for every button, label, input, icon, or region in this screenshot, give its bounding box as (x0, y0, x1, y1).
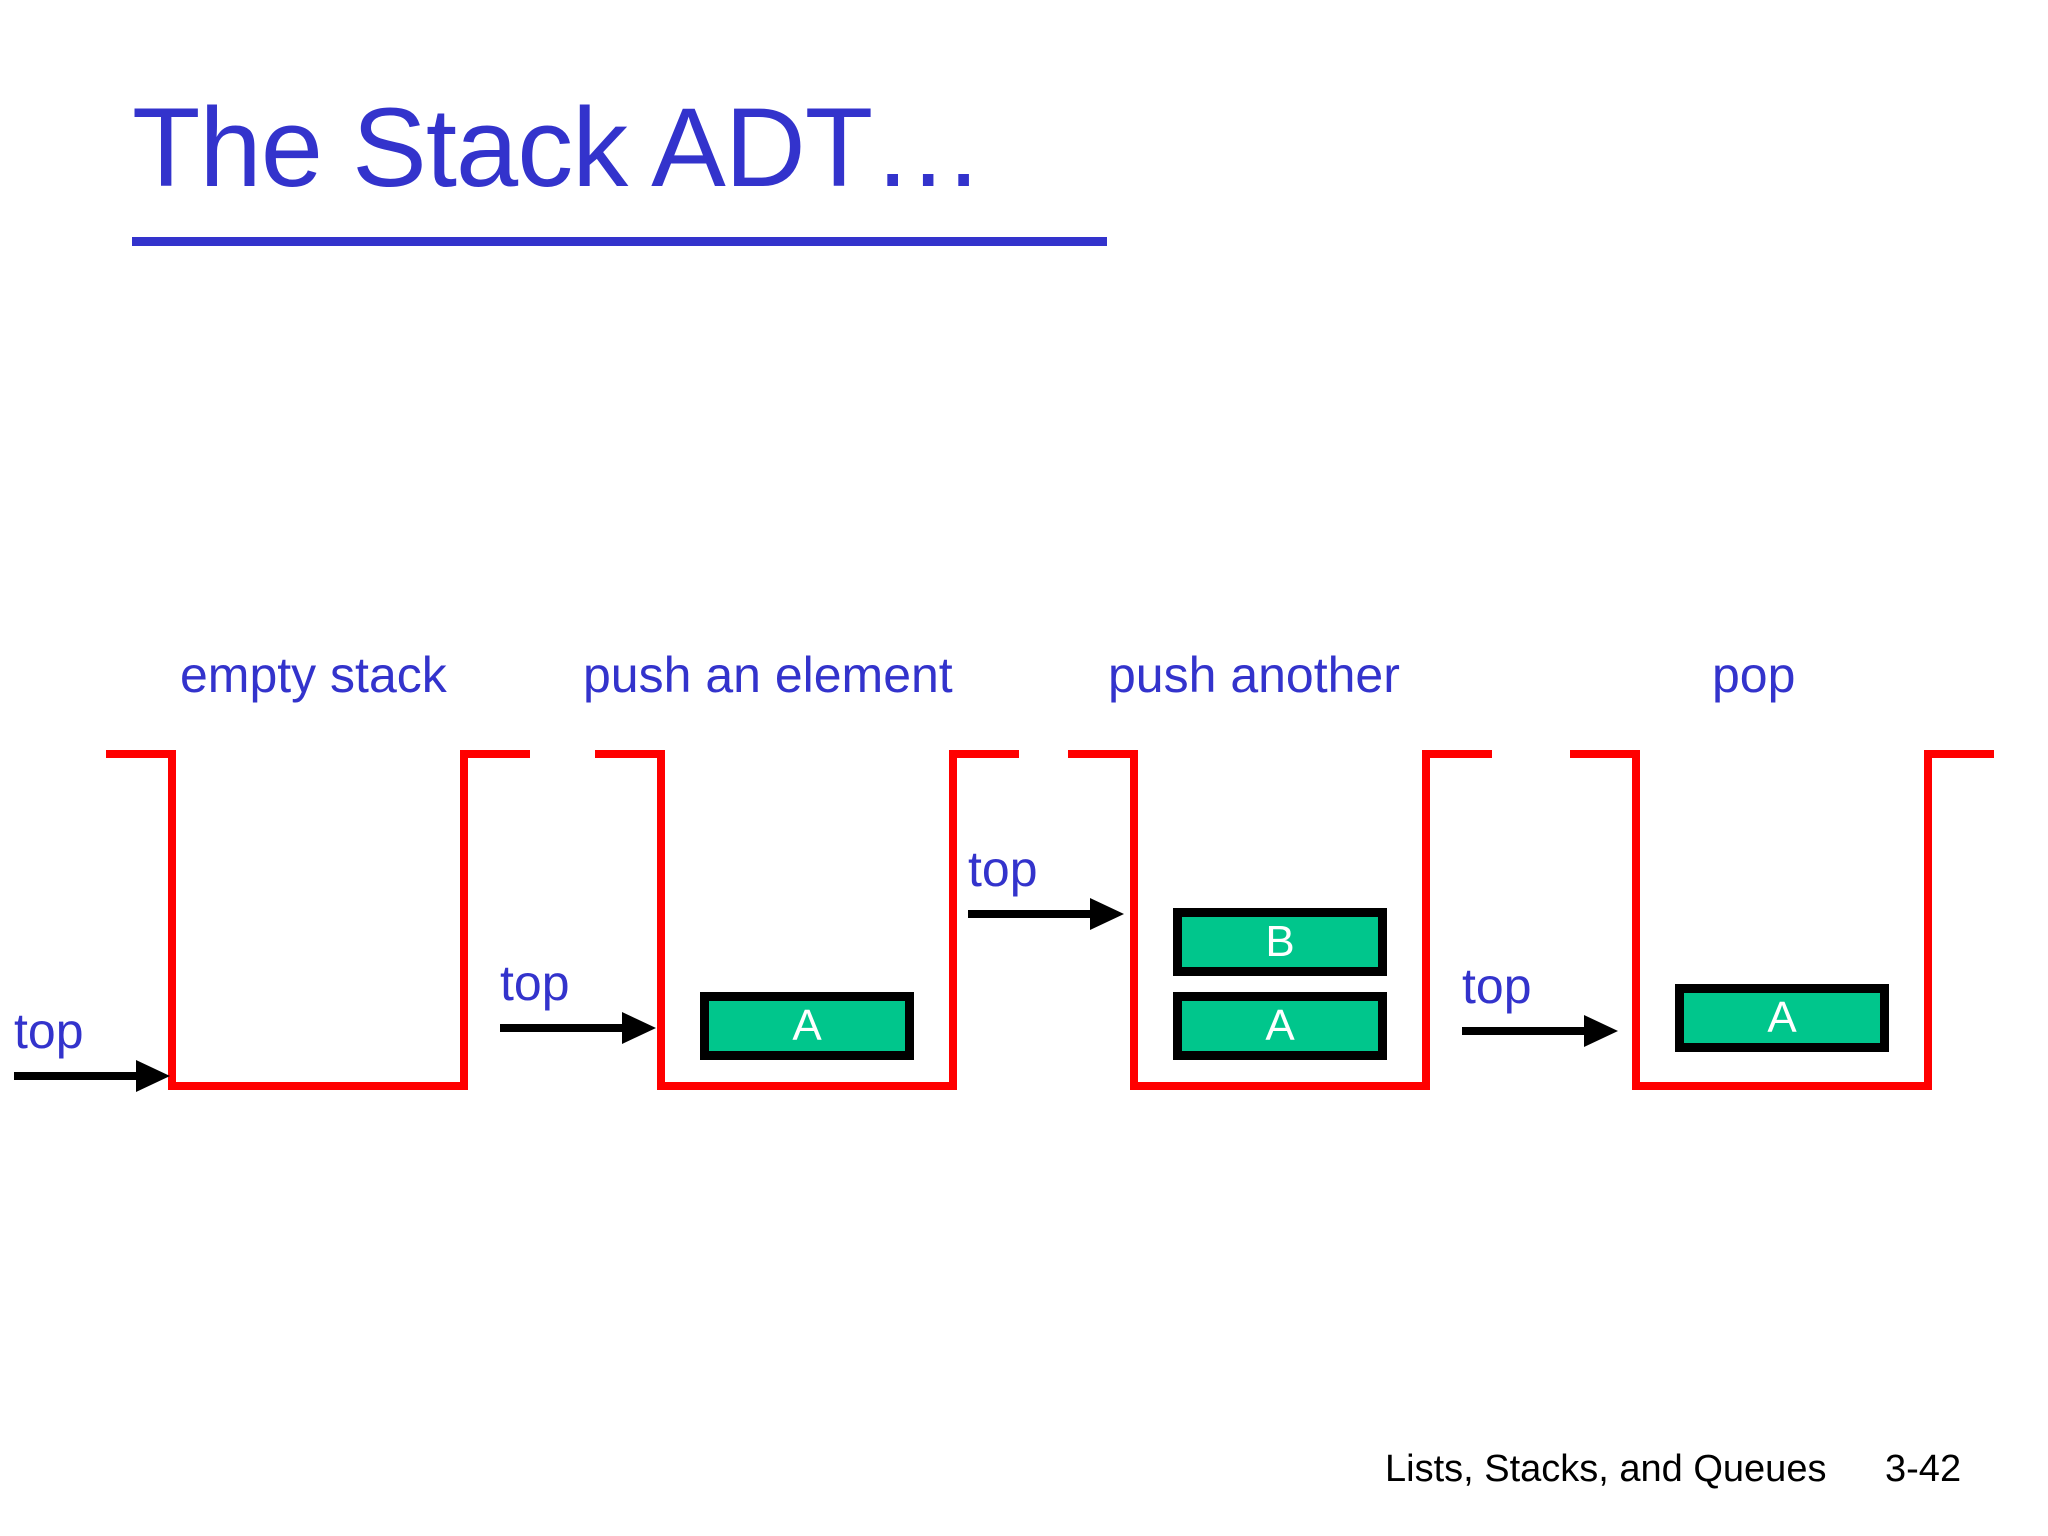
stack-element-b: B (1173, 908, 1387, 976)
stack-lip-right (1430, 750, 1492, 758)
stack-wall-right (949, 750, 957, 1090)
stack-lip-left (106, 750, 168, 758)
stack-wall-left (1130, 750, 1138, 1090)
stack-element-a: A (700, 992, 914, 1060)
stage-label-push-another: push another (1108, 647, 1400, 703)
stage-label-empty-stack: empty stack (180, 647, 447, 703)
stack-floor (1632, 1082, 1932, 1090)
stack-lip-right (468, 750, 530, 758)
top-pointer-label: top (1462, 958, 1532, 1014)
stack-floor (657, 1082, 957, 1090)
stack-lip-right (1932, 750, 1994, 758)
stack-wall-left (168, 750, 176, 1090)
slide-footer: Lists, Stacks, and Queues 3-42 (1385, 1448, 1961, 1491)
stage-label-push-an-element: push an element (583, 647, 953, 703)
arrow-shaft (500, 1024, 625, 1032)
stack-element-a: A (1675, 984, 1889, 1052)
arrow-head-icon (622, 1012, 656, 1044)
stack-lip-left (1068, 750, 1130, 758)
page-title: The Stack ADT… (132, 85, 984, 210)
top-pointer-pop: top (1462, 955, 1622, 1047)
arrow-head-icon (1584, 1015, 1618, 1047)
footer-page-number: 3-42 (1885, 1448, 1962, 1490)
stack-container-push-a: A (595, 750, 1019, 1090)
stack-floor (1130, 1082, 1430, 1090)
top-pointer-push-b: top (968, 838, 1128, 930)
stack-container-push-b: B A (1068, 750, 1492, 1090)
arrow-head-icon (1090, 898, 1124, 930)
top-pointer-label: top (968, 841, 1038, 897)
stack-floor (168, 1082, 468, 1090)
stack-wall-right (1924, 750, 1932, 1090)
stack-lip-left (595, 750, 657, 758)
arrow-head-icon (136, 1060, 170, 1092)
stack-wall-right (460, 750, 468, 1090)
top-pointer-push-a: top (500, 952, 660, 1044)
stack-lip-left (1570, 750, 1632, 758)
stack-element-a: A (1173, 992, 1387, 1060)
stack-container-pop: A (1570, 750, 1994, 1090)
stack-container-empty (106, 750, 530, 1090)
footer-chapter: Lists, Stacks, and Queues (1385, 1448, 1827, 1490)
stack-wall-left (657, 750, 665, 1090)
arrow-shaft (968, 910, 1093, 918)
stack-wall-right (1422, 750, 1430, 1090)
top-pointer-label: top (500, 955, 570, 1011)
stage-label-pop: pop (1712, 647, 1796, 703)
stack-lip-right (957, 750, 1019, 758)
title-underline (132, 237, 1107, 246)
top-pointer-empty: top (14, 1000, 174, 1092)
arrow-shaft (14, 1072, 139, 1080)
arrow-shaft (1462, 1027, 1587, 1035)
stack-wall-left (1632, 750, 1640, 1090)
top-pointer-label: top (14, 1003, 84, 1059)
